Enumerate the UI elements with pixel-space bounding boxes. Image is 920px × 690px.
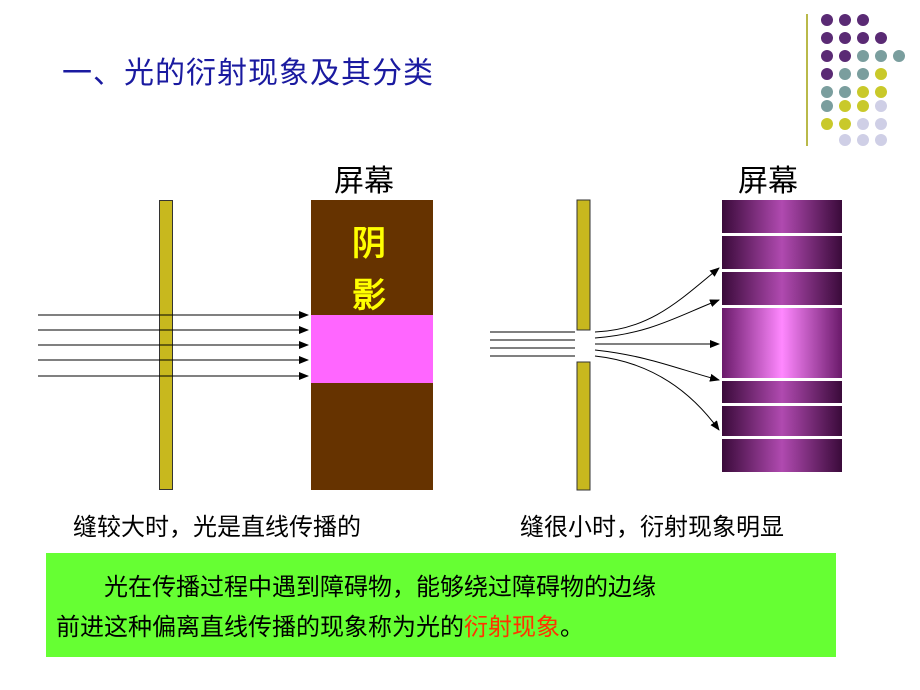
left-screen-bright-band xyxy=(311,315,433,383)
diffracted-ray xyxy=(594,355,720,431)
decorative-dot xyxy=(839,14,851,26)
decorative-dot xyxy=(839,86,851,98)
diffracted-ray xyxy=(594,267,720,333)
fringe-band xyxy=(722,406,842,436)
central-bright-fringe xyxy=(722,308,842,378)
decorative-dot xyxy=(875,32,887,44)
decorative-dot xyxy=(821,50,833,62)
right-slit-barrier-bottom xyxy=(576,361,591,491)
decorative-dot xyxy=(821,14,833,26)
left-screen-label: 屏幕 xyxy=(334,164,394,199)
diffracted-ray xyxy=(594,299,720,339)
decorative-dot xyxy=(875,134,887,146)
slide-title: 一、光的衍射现象及其分类 xyxy=(62,56,434,91)
fringe-band xyxy=(722,439,842,472)
definition-line-2-text: 前进这种偏离直线传播的现象称为光的 xyxy=(56,613,464,641)
right-screen-label: 屏幕 xyxy=(738,164,798,199)
decorative-dot xyxy=(857,134,869,146)
left-caption: 缝较大时，光是直线传播的 xyxy=(73,513,361,541)
decorative-dot xyxy=(839,32,851,44)
decorative-dot xyxy=(875,86,887,98)
decorative-dot xyxy=(875,68,887,80)
right-caption: 缝很小时，衍射现象明显 xyxy=(520,513,784,541)
decorative-dot xyxy=(857,86,869,98)
left-screen-shadow-top xyxy=(311,200,433,315)
decorative-vertical-line xyxy=(806,14,808,146)
decorative-dot xyxy=(821,86,833,98)
decorative-dot xyxy=(821,100,833,112)
fringe-band xyxy=(722,381,842,403)
decorative-dot xyxy=(839,100,851,112)
decorative-dot xyxy=(857,118,869,130)
decorative-dot xyxy=(875,100,887,112)
decorative-dot xyxy=(821,68,833,80)
shadow-label-char-2: 影 xyxy=(352,276,386,316)
decorative-dot xyxy=(839,118,851,130)
definition-line-2: 前进这种偏离直线传播的现象称为光的衍射现象。 xyxy=(56,607,826,647)
decorative-dot xyxy=(857,32,869,44)
fringe-band xyxy=(722,200,842,233)
decorative-dot xyxy=(893,50,905,62)
fringe-band xyxy=(722,272,842,305)
decorative-dot xyxy=(875,118,887,130)
decorative-dot xyxy=(857,68,869,80)
definition-line-2-end: 。 xyxy=(560,613,584,641)
diffraction-fringe-screen xyxy=(722,200,842,472)
diffracted-ray xyxy=(594,349,720,382)
fringe-band xyxy=(722,236,842,269)
right-slit-barrier-top xyxy=(576,199,591,331)
decorative-dot xyxy=(839,134,851,146)
decorative-dot xyxy=(821,118,833,130)
decorative-dot xyxy=(821,32,833,44)
definition-box: 光在传播过程中遇到障碍物，能够绕过障碍物的边缘 前进这种偏离直线传播的现象称为光… xyxy=(46,553,836,657)
decorative-dot xyxy=(839,50,851,62)
decorative-dot xyxy=(857,50,869,62)
definition-highlight-term: 衍射现象 xyxy=(464,613,560,641)
decorative-dot xyxy=(857,100,869,112)
shadow-label-char-1: 阴 xyxy=(352,224,386,264)
left-screen-shadow-bottom xyxy=(311,383,433,490)
decorative-dot xyxy=(875,50,887,62)
decorative-dot xyxy=(857,14,869,26)
decorative-dot xyxy=(839,68,851,80)
definition-line-1: 光在传播过程中遇到障碍物，能够绕过障碍物的边缘 xyxy=(104,573,656,601)
